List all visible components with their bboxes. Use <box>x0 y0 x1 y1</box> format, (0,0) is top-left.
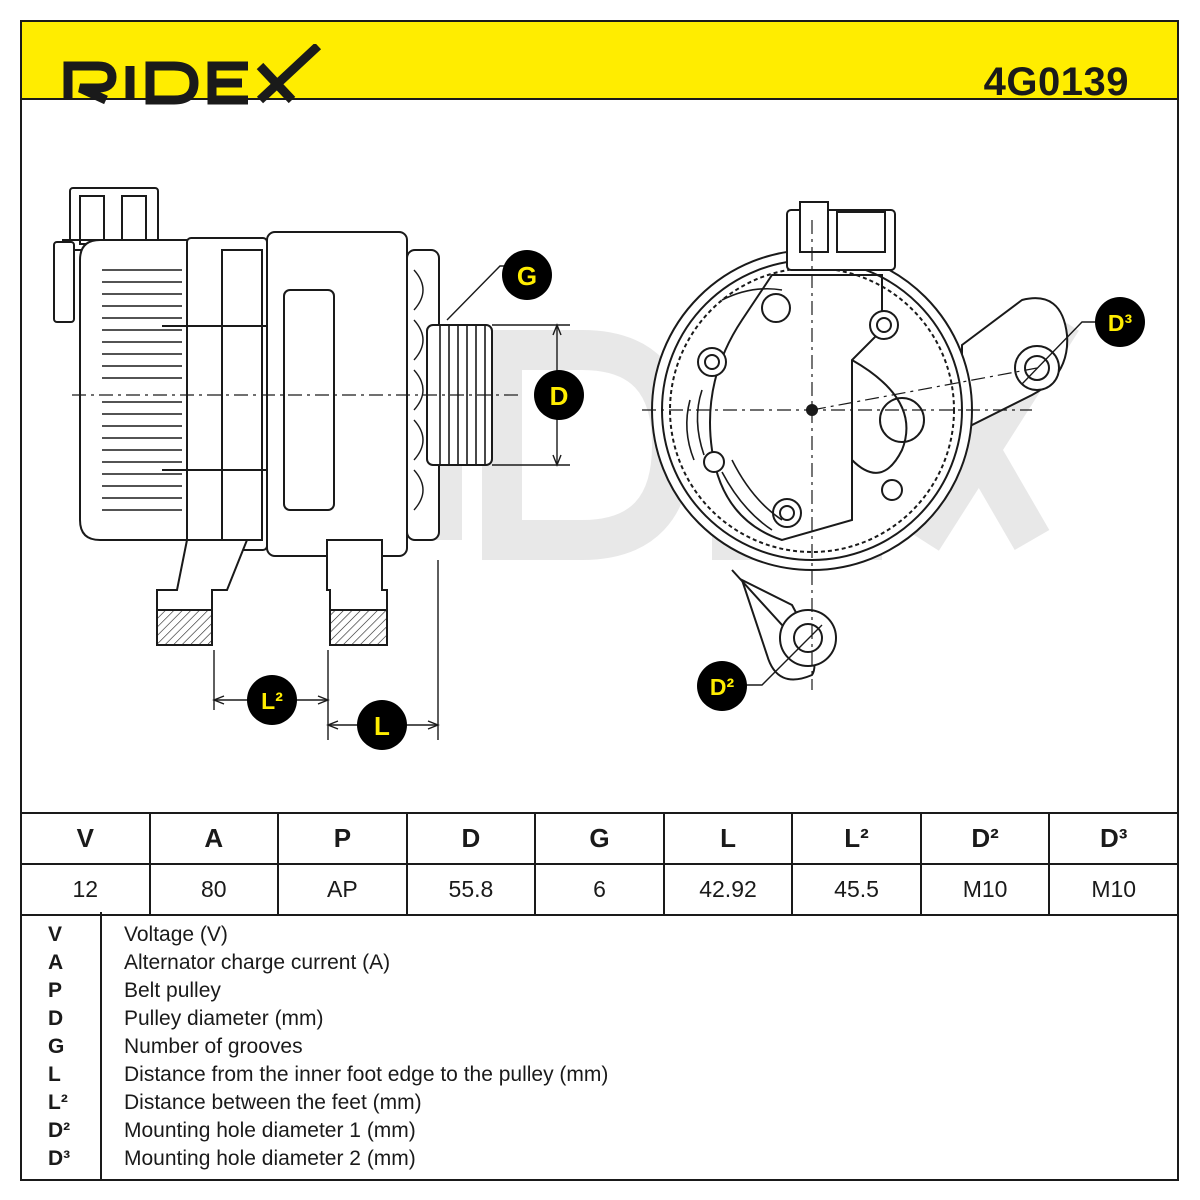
legend-key: D <box>48 1007 64 1030</box>
spec-header-V: V <box>20 812 151 865</box>
spec-header-row: V A P D G L L² D² D³ <box>20 812 1179 865</box>
alternator-side-view <box>53 187 522 646</box>
legend-key: L <box>48 1063 61 1086</box>
spec-value-L2: 45.5 <box>791 863 922 916</box>
legend-desc: Distance between the feet (mm) <box>124 1091 422 1114</box>
svg-text:D: D <box>550 381 569 411</box>
spec-header-D2: D² <box>919 812 1051 865</box>
badge-D2: D² <box>697 661 747 711</box>
spec-header-L2: L² <box>791 812 922 865</box>
spec-value-P: AP <box>277 863 408 916</box>
badge-L2: L² <box>247 675 297 725</box>
spec-table: V A P D G L L² D² D³ 12 80 AP 55.8 6 42.… <box>20 812 1179 916</box>
badge-G: G <box>502 250 552 300</box>
badge-D3: D³ <box>1095 297 1145 347</box>
legend-desc: Voltage (V) <box>124 923 228 946</box>
legend-key: D³ <box>48 1147 71 1170</box>
legend-desc: Belt pulley <box>124 979 221 1002</box>
svg-text:G: G <box>517 261 537 291</box>
spec-header-G: G <box>534 812 665 865</box>
dimension-lines-rear <box>744 321 1096 686</box>
legend-desc: Number of grooves <box>124 1035 303 1058</box>
spec-header-D: D <box>405 812 537 865</box>
spec-value-V: 12 <box>20 863 151 916</box>
legend-key: D² <box>48 1119 71 1142</box>
legend-divider <box>100 912 102 1181</box>
spec-value-row: 12 80 AP 55.8 6 42.92 45.5 M10 M10 <box>20 863 1179 916</box>
spec-header-D3: D³ <box>1048 812 1179 865</box>
spec-value-A: 80 <box>148 863 280 916</box>
legend-key: V <box>48 923 63 946</box>
legend-desc: Alternator charge current (A) <box>124 951 391 974</box>
ridex-logo <box>63 44 322 105</box>
badge-L: L <box>357 700 407 750</box>
spec-value-L: 42.92 <box>662 863 794 916</box>
svg-text:L: L <box>374 711 390 741</box>
spec-value-D3: M10 <box>1048 863 1179 916</box>
legend-desc: Distance from the inner foot edge to the… <box>124 1063 609 1086</box>
spec-header-A: A <box>148 812 280 865</box>
legend-desc: Mounting hole diameter 2 (mm) <box>124 1147 416 1170</box>
legend: V Voltage (V) A Alternator charge curren… <box>20 912 1179 1181</box>
legend-key: G <box>48 1035 65 1058</box>
header-bar: 4G0139 <box>20 20 1179 105</box>
alternator-technical-drawing: G D D³ D² L² L <box>53 187 1145 750</box>
spec-value-D2: M10 <box>919 863 1051 916</box>
svg-text:D²: D² <box>710 674 735 700</box>
legend-key: P <box>48 979 63 1002</box>
spec-header-P: P <box>277 812 408 865</box>
svg-text:D³: D³ <box>1108 310 1133 336</box>
spec-header-L: L <box>662 812 794 865</box>
badge-D: D <box>534 370 584 420</box>
part-number: 4G0139 <box>983 60 1129 104</box>
legend-key: A <box>48 951 64 974</box>
legend-desc: Pulley diameter (mm) <box>124 1007 324 1030</box>
legend-key: L² <box>48 1091 68 1114</box>
spec-value-G: 6 <box>534 863 665 916</box>
rear-view-axes <box>642 220 1038 690</box>
spec-value-D: 55.8 <box>405 863 537 916</box>
legend-desc: Mounting hole diameter 1 (mm) <box>124 1119 416 1142</box>
svg-text:L²: L² <box>261 688 283 714</box>
